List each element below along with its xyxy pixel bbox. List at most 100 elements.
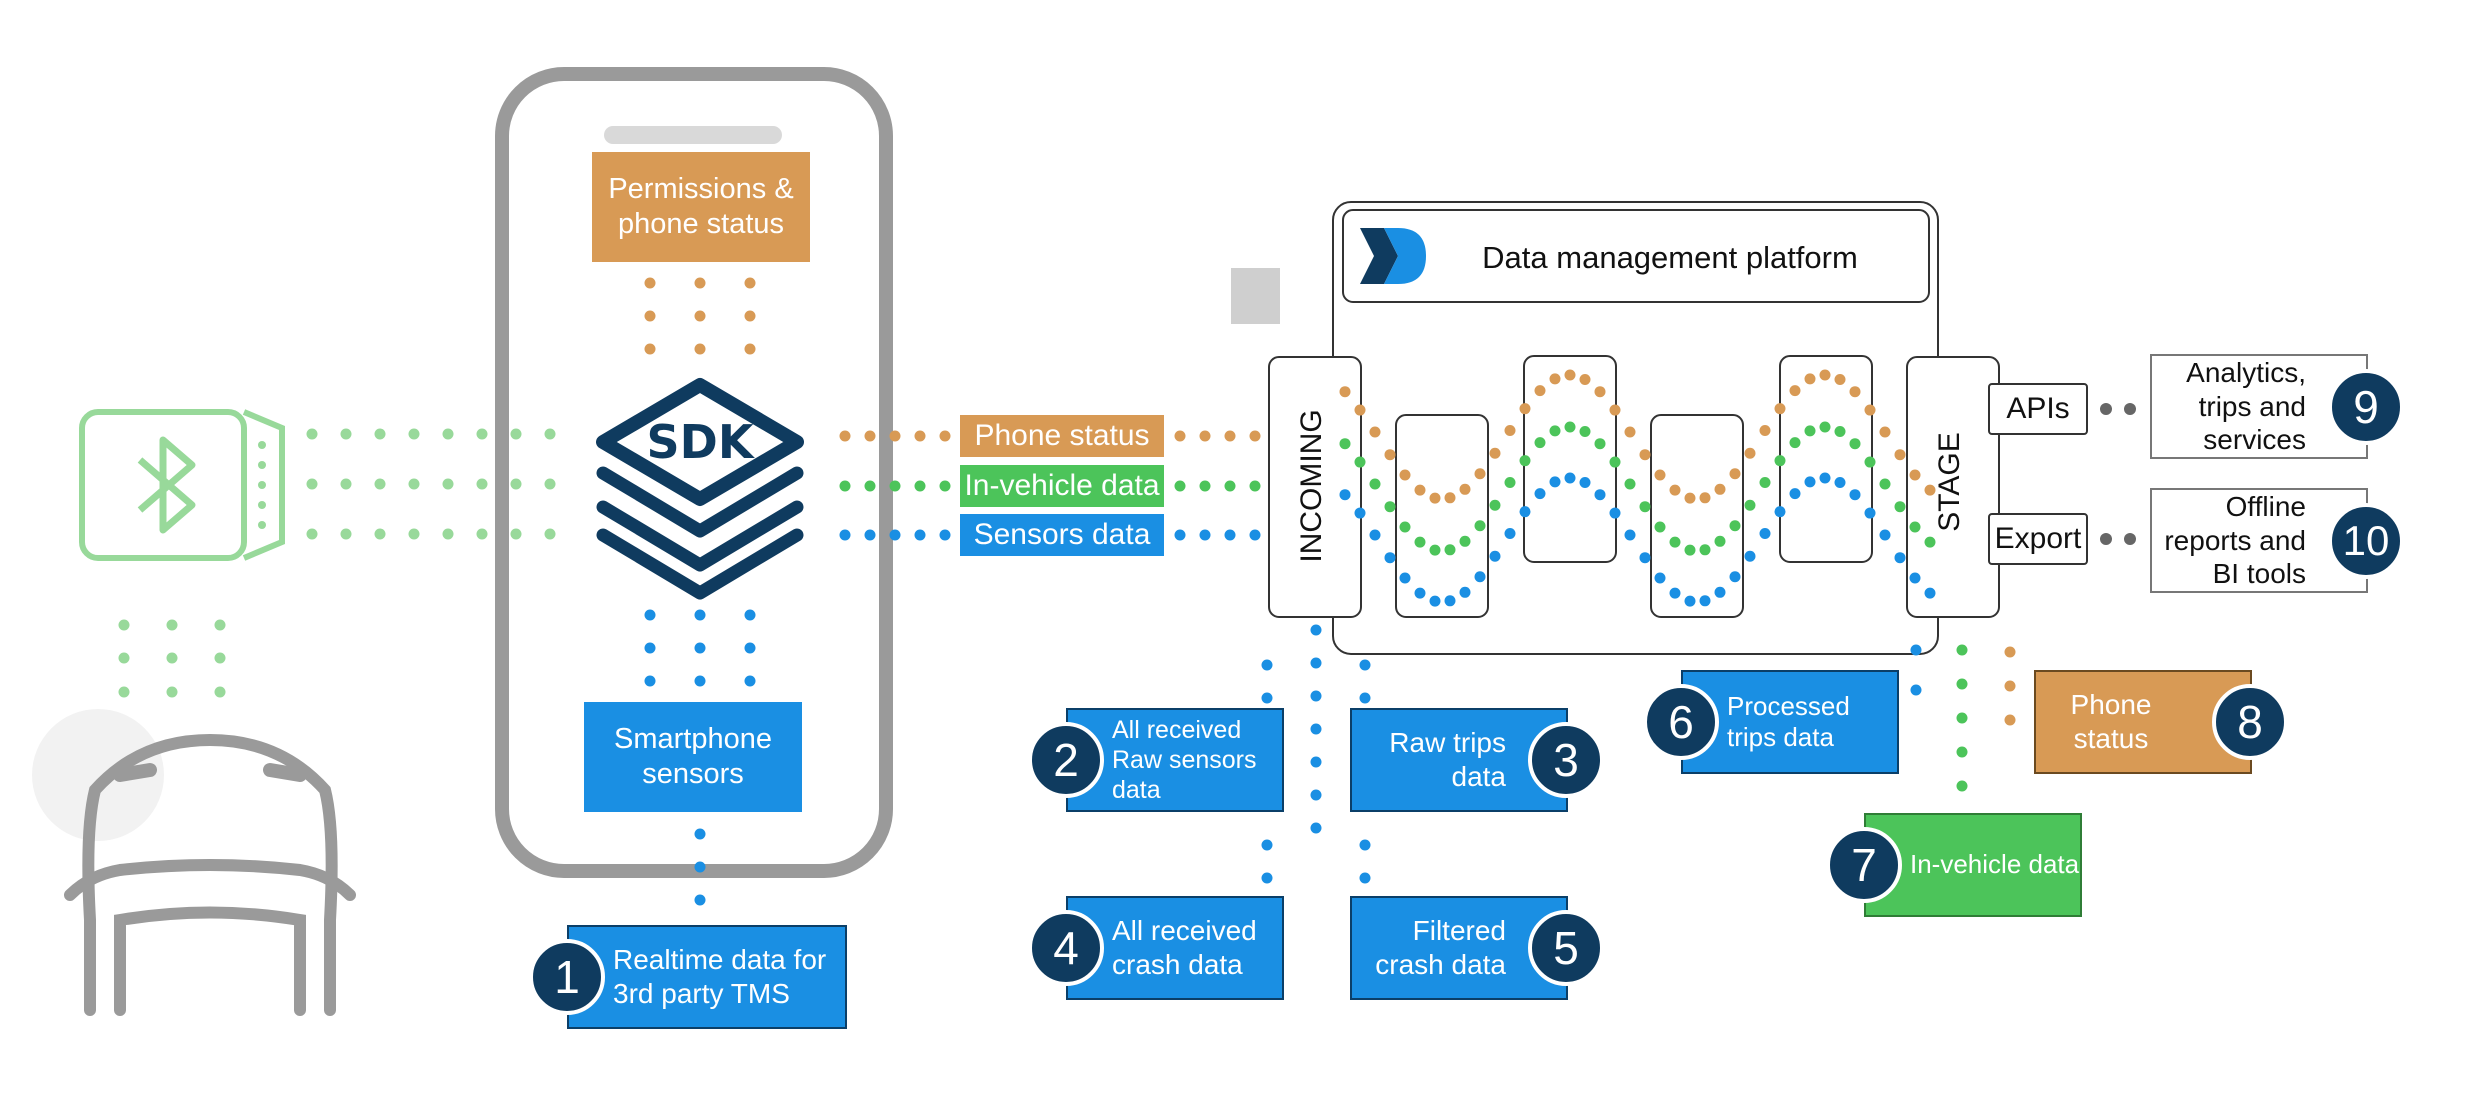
flow-dot <box>1684 595 1696 607</box>
flow-dot <box>442 478 454 490</box>
flow-dot <box>1909 572 1921 584</box>
platform-logo-icon <box>1360 228 1426 284</box>
output-5-label: Filtered crash data <box>1375 915 1506 980</box>
flow-dot <box>1549 425 1561 437</box>
flow-dot <box>1579 373 1591 385</box>
flow-dot <box>1429 544 1441 556</box>
apis-button[interactable]: APIs <box>1988 383 2088 435</box>
flow-dot <box>1669 484 1681 496</box>
flow-dot <box>1789 385 1801 397</box>
flow-dot <box>1594 489 1606 501</box>
flow-dot <box>1339 489 1351 501</box>
flow-dot <box>340 428 352 440</box>
flow-dot <box>644 675 656 687</box>
flow-dot <box>374 528 386 540</box>
platform-header <box>1342 209 1930 303</box>
flow-dot <box>1849 386 1861 398</box>
flow-dot <box>1639 449 1651 461</box>
flow-dot <box>166 686 178 698</box>
flow-dot <box>1384 501 1396 513</box>
flow-dot <box>1339 386 1351 398</box>
bluetooth-device-icon <box>79 409 285 561</box>
output-10-box: Offline reports and BI tools <box>2150 488 2368 593</box>
flow-dot <box>744 675 756 687</box>
flow-dot <box>1354 507 1366 519</box>
flow-dot <box>166 652 178 664</box>
flow-dot <box>374 478 386 490</box>
flow-dot <box>1564 369 1576 381</box>
flow-dot <box>1249 430 1261 442</box>
flow-dot <box>1849 438 1861 450</box>
flow-dot <box>744 310 756 322</box>
flow-dot <box>1729 468 1741 480</box>
flow-dot <box>1654 521 1666 533</box>
output-10-label: Offline reports and BI tools <box>2164 491 2306 590</box>
flow-dot <box>1924 587 1936 599</box>
flow-dot <box>1819 369 1831 381</box>
flow-dot <box>1310 723 1322 735</box>
output-2-label: All received Raw sensors data <box>1112 716 1257 804</box>
flow-dot <box>1714 586 1726 598</box>
flow-dot <box>1804 373 1816 385</box>
flow-dot <box>694 828 706 840</box>
flow-dot <box>1699 544 1711 556</box>
flow-dot <box>1956 712 1968 724</box>
flow-dot <box>1199 529 1211 541</box>
flow-dot <box>1759 528 1771 540</box>
flow-dot <box>1654 469 1666 481</box>
flow-dot <box>306 528 318 540</box>
flow-dot <box>1879 529 1891 541</box>
flow-dot <box>864 529 876 541</box>
flow-dot <box>1519 455 1531 467</box>
flow-dot <box>1834 425 1846 437</box>
flow-dot <box>2100 533 2112 545</box>
flow-dot <box>1684 492 1696 504</box>
flow-dot <box>1444 595 1456 607</box>
phone-frame <box>495 67 893 878</box>
flow-dot <box>1579 476 1591 488</box>
flow-dot <box>1729 520 1741 532</box>
flow-dot <box>1224 529 1236 541</box>
output-7-number: 7 <box>1826 827 1902 903</box>
car-icon <box>32 709 356 1016</box>
flow-dot <box>1534 385 1546 397</box>
flow-dot <box>1474 468 1486 480</box>
flow-dot <box>694 343 706 355</box>
flow-dot <box>1414 536 1426 548</box>
flow-dot <box>1474 520 1486 532</box>
flow-dot <box>1594 386 1606 398</box>
export-button[interactable]: Export <box>1988 513 2088 565</box>
flow-dot <box>1489 447 1501 459</box>
flow-dot <box>214 686 226 698</box>
flow-dot <box>1714 535 1726 547</box>
flow-dot <box>644 277 656 289</box>
flow-dot <box>694 277 706 289</box>
output-1-label: Realtime data for 3rd party TMS <box>613 944 827 1009</box>
flow-dot <box>1310 756 1322 768</box>
flow-dot <box>1310 822 1322 834</box>
flow-dot <box>118 686 130 698</box>
flow-dot <box>442 428 454 440</box>
flow-dot <box>374 428 386 440</box>
flow-dot <box>1414 587 1426 599</box>
flow-dot <box>1699 595 1711 607</box>
flow-dot <box>1624 426 1636 438</box>
flow-dot <box>644 609 656 621</box>
flow-dot <box>1310 690 1322 702</box>
flow-dot <box>1399 469 1411 481</box>
permissions-box: Permissions & phone status <box>592 152 810 262</box>
flow-dot <box>1261 839 1273 851</box>
flow-dot <box>1564 472 1576 484</box>
sdk-stack-icon <box>596 378 804 600</box>
flow-dot <box>1759 477 1771 489</box>
flow-dot <box>1261 692 1273 704</box>
flow-dot <box>1849 489 1861 501</box>
platform-title: Data management platform <box>1482 240 1858 275</box>
flow-dot <box>1564 421 1576 433</box>
flow-dot <box>1774 455 1786 467</box>
flow-dot <box>1459 586 1471 598</box>
flow-dot <box>306 428 318 440</box>
flow-dot <box>644 310 656 322</box>
flow-dot <box>1624 529 1636 541</box>
